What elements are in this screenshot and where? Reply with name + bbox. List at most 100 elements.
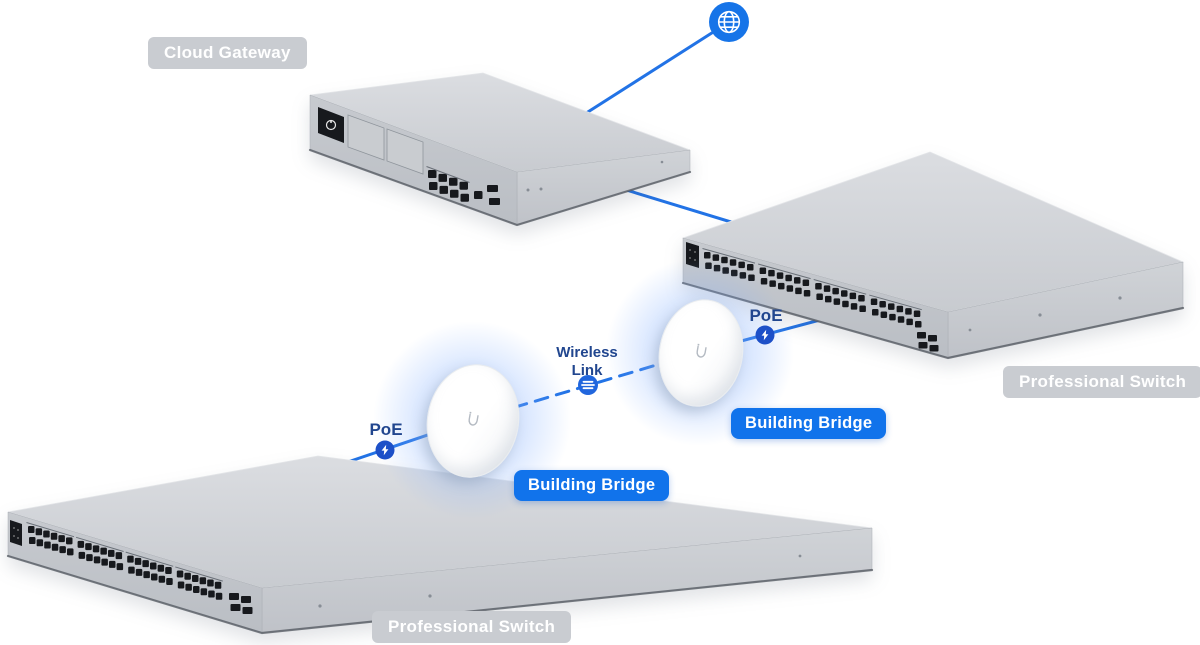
rj45-port <box>795 287 802 295</box>
building-bridge-left-device <box>417 356 529 486</box>
sfp-port <box>230 604 241 611</box>
power-icon <box>325 119 337 131</box>
gateway-front-face <box>309 94 518 226</box>
rj45-port <box>151 573 158 581</box>
rj45-port <box>177 581 185 589</box>
rj45-port <box>207 579 214 587</box>
rj45-port <box>51 543 59 551</box>
rj45-port <box>35 528 43 536</box>
rj45-port <box>823 285 831 292</box>
rj45-port <box>192 574 199 582</box>
port-group-line <box>175 566 223 582</box>
rj45-port <box>459 181 468 190</box>
gateway-power-button <box>318 107 344 143</box>
display-dot <box>694 251 696 253</box>
rj45-port <box>208 590 215 598</box>
building-bridge-right-label[interactable]: Building Bridge <box>731 408 887 439</box>
rj45-port <box>165 566 172 574</box>
professional-switch-bottom-label: Professional Switch <box>372 611 572 643</box>
rj45-port <box>134 557 142 565</box>
rj45-port <box>43 530 50 538</box>
rj45-port <box>59 546 66 554</box>
rj45-port <box>906 318 913 326</box>
gateway-top-face <box>309 72 691 173</box>
rj45-port <box>825 295 832 303</box>
rj45-port <box>759 267 767 275</box>
rj45-port <box>128 566 135 574</box>
rj45-port <box>184 572 191 580</box>
rj45-port <box>858 295 865 302</box>
sfp-port <box>929 345 939 352</box>
building-bridge-right-device <box>650 292 752 414</box>
professional-switch-right-label: Professional Switch <box>1003 366 1200 398</box>
rj45-port <box>905 308 912 315</box>
screw <box>318 604 322 608</box>
rj45-port <box>802 279 810 287</box>
power-icon-dot <box>330 121 332 123</box>
screw <box>1118 296 1122 300</box>
rj45-port <box>143 571 150 579</box>
port-group-line <box>757 263 811 280</box>
rj45-port <box>897 316 905 323</box>
display-dot <box>13 535 15 537</box>
rj45-port <box>768 269 775 277</box>
rj45-port <box>815 283 822 290</box>
rj45-port <box>135 568 143 576</box>
screw <box>1038 313 1042 317</box>
port-group-line <box>813 279 867 295</box>
rj45-port <box>127 555 134 563</box>
rj45-port <box>460 193 469 202</box>
display-dot <box>17 537 19 539</box>
rj45-port <box>870 298 878 306</box>
rj45-port <box>78 551 86 559</box>
port-group-line <box>125 551 174 567</box>
rj45-port <box>776 272 784 279</box>
rj45-port <box>142 560 149 568</box>
sfp-port <box>487 185 498 192</box>
display-dot <box>689 249 691 251</box>
link-internet-gateway <box>578 20 731 119</box>
globe-icon <box>709 2 749 42</box>
rj45-port <box>896 305 904 313</box>
gateway-drive-bay <box>386 128 424 175</box>
rj45-port <box>439 185 448 194</box>
rj45-port <box>889 313 896 321</box>
rj45-port <box>438 173 447 182</box>
rj45-port <box>888 303 895 310</box>
rj45-port <box>428 170 437 178</box>
rj45-port <box>115 552 123 560</box>
rj45-port <box>849 292 857 300</box>
cloud-gateway-device <box>308 72 692 227</box>
rj45-port <box>66 537 73 545</box>
rj45-port <box>108 549 115 557</box>
switch-side-face <box>947 261 1184 359</box>
rj45-port <box>193 585 200 593</box>
ubiquiti-u-icon <box>696 343 707 358</box>
rj45-port <box>150 562 157 570</box>
rj45-port <box>157 564 165 572</box>
port-group-line <box>869 294 922 311</box>
rj45-port <box>200 588 208 596</box>
rj45-port <box>833 298 841 305</box>
rj45-port <box>36 539 44 547</box>
rj45-port <box>101 558 108 566</box>
rj45-port <box>100 547 107 555</box>
rj45-port <box>67 548 74 556</box>
rj45-port <box>879 300 886 308</box>
rj45-port <box>58 535 65 543</box>
ubiquiti-u-icon <box>468 411 479 426</box>
rj45-port <box>769 280 776 287</box>
rj45-port <box>185 583 192 591</box>
wireless-link-line1: Wireless <box>556 344 618 361</box>
rj45-port <box>778 282 785 290</box>
switch-display <box>10 520 22 546</box>
building-bridge-left-label[interactable]: Building Bridge <box>514 470 670 501</box>
gateway-side-face <box>516 149 691 226</box>
rj45-port <box>158 575 166 583</box>
rj45-port <box>29 537 36 544</box>
screw <box>660 160 664 164</box>
rj45-port <box>803 290 811 297</box>
rj45-port <box>450 189 459 198</box>
